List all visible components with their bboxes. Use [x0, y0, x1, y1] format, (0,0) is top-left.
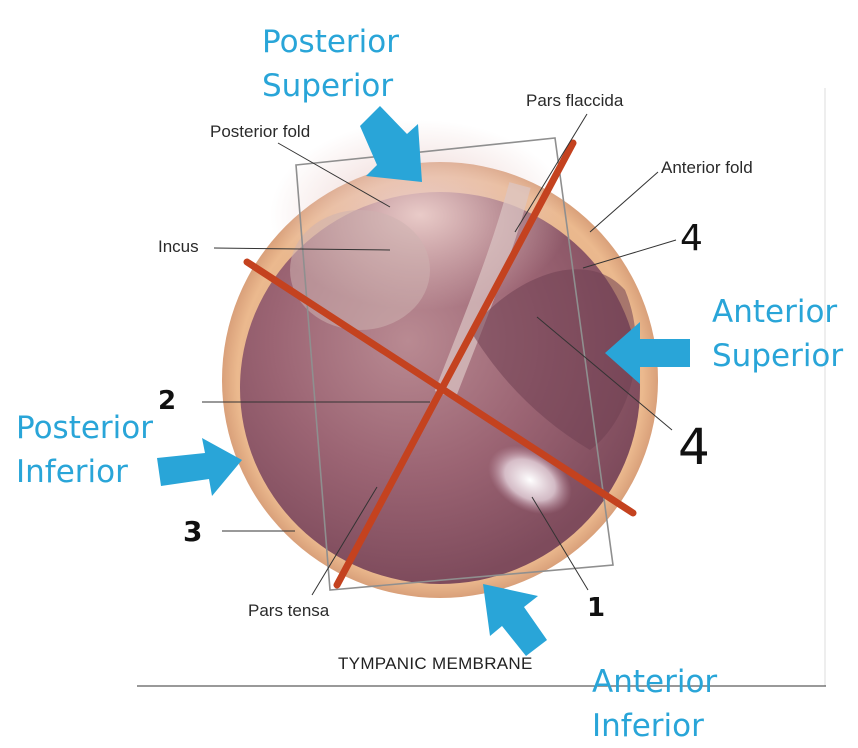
quadrant-label-posterior-inferior: Posterior Inferior — [16, 406, 153, 494]
label-pars-flaccida: Pars flaccida — [526, 91, 624, 110]
posterior-inferior-line2: Inferior — [16, 454, 128, 490]
handwritten-number-4-top: 4 — [680, 218, 703, 259]
leader-4-mid — [536, 316, 673, 431]
anterior-superior-dark — [470, 269, 637, 450]
quadrant-label-posterior-superior: Posterior Superior — [262, 20, 399, 108]
label-anterior-fold: Anterior fold — [661, 158, 753, 177]
quadrant-label-anterior-inferior: Anterior Inferior — [592, 660, 717, 748]
leader-anterior-fold — [589, 171, 659, 233]
label-pars-tensa: Pars tensa — [248, 601, 330, 620]
quadrant-arrows — [157, 106, 690, 656]
posterior-inferior-line1: Posterior — [16, 410, 154, 446]
leader-4-top — [582, 239, 677, 269]
leader-incus — [213, 247, 391, 251]
anterior-superior-line2: Superior — [712, 338, 844, 374]
handwritten-number-3: 3 — [183, 515, 203, 548]
arrow-anterior-superior — [605, 322, 690, 384]
anterior-superior-line1: Anterior — [712, 294, 838, 330]
label-posterior-fold: Posterior fold — [210, 122, 311, 141]
leader-posterior-fold — [277, 142, 391, 208]
divider-line-vertical — [333, 139, 577, 589]
arrow-anterior-inferior — [483, 584, 547, 656]
quadrant-label-anterior-superior: Anterior Superior — [712, 290, 843, 378]
leader-pars-tensa — [311, 486, 378, 596]
divider-line-diagonal — [243, 258, 637, 517]
quadrant-frame — [295, 137, 614, 591]
label-incus: Incus — [158, 237, 199, 256]
handwritten-number-1: 1 — [587, 593, 606, 623]
leader-1 — [531, 496, 589, 591]
arrow-posterior-inferior — [157, 438, 242, 496]
anterior-inferior-line2: Inferior — [592, 708, 704, 744]
arrow-posterior-superior — [360, 106, 422, 182]
diagram-caption: TYMPANIC MEMBRANE — [338, 654, 533, 673]
handwritten-number-2: 2 — [158, 386, 177, 416]
handwritten-number-4-mid: 4 — [678, 418, 710, 476]
posterior-superior-line1: Posterior — [262, 24, 400, 60]
incus-shadow — [290, 210, 430, 330]
leader-lines — [202, 113, 677, 596]
posterior-superior-line2: Superior — [262, 68, 394, 104]
anterior-inferior-line1: Anterior — [592, 664, 718, 700]
leader-pars-flaccida — [514, 113, 588, 233]
